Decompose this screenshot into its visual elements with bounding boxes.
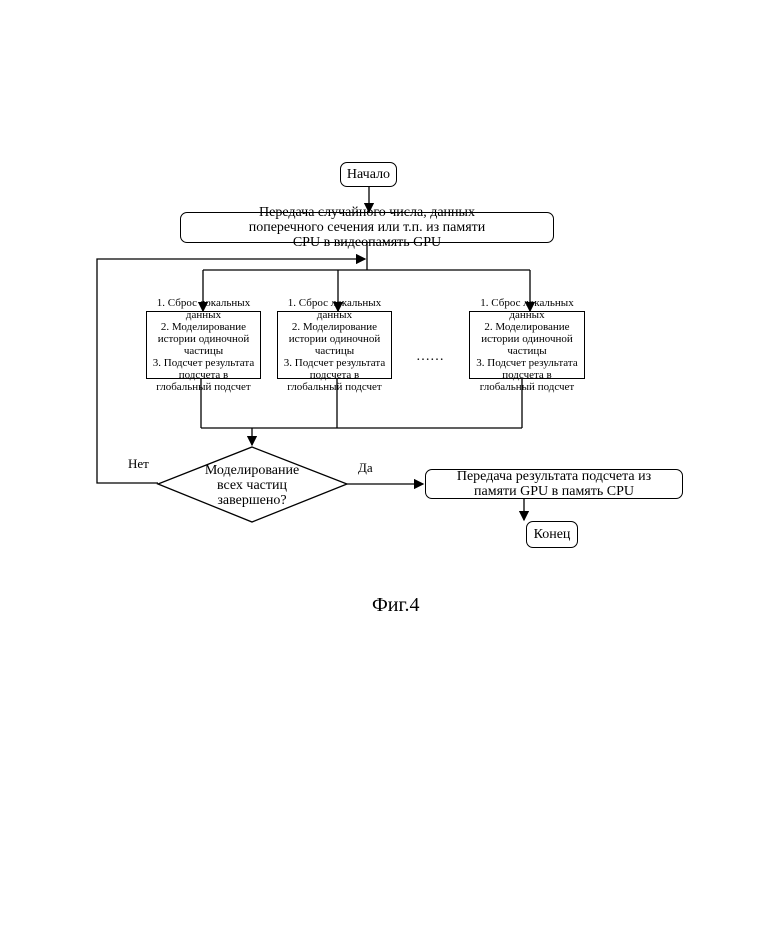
transfer-out-node: Передача результата подсчета из памяти G…: [425, 469, 683, 499]
start-node: Начало: [340, 162, 397, 187]
worker-box-1: 1. Сброс локальных данных 2. Моделирован…: [146, 311, 261, 379]
transfer-out-label: Передача результата подсчета из памяти G…: [436, 469, 672, 499]
worker-box-2: 1. Сброс локальных данных 2. Моделирован…: [277, 311, 392, 379]
worker-2-steps: 1. Сброс локальных данных 2. Моделирован…: [283, 297, 386, 393]
worker-box-n: 1. Сброс локальных данных 2. Моделирован…: [469, 311, 585, 379]
worker-n-steps: 1. Сброс локальных данных 2. Моделирован…: [475, 297, 579, 393]
edge-label-no: Нет: [128, 457, 149, 471]
figure-caption: Фиг.4: [372, 594, 419, 616]
decision-label: Моделирование всех частиц завершено?: [200, 463, 304, 508]
worker-1-steps: 1. Сброс локальных данных 2. Моделирован…: [152, 297, 255, 393]
transfer-in-label: Передача случайного числа, данных попере…: [241, 205, 493, 250]
end-node: Конец: [526, 521, 578, 548]
edge-label-yes: Да: [358, 461, 373, 475]
start-label: Начало: [347, 167, 390, 183]
workers-ellipsis: ……: [416, 350, 444, 364]
transfer-in-node: Передача случайного числа, данных попере…: [180, 212, 554, 243]
end-label: Конец: [534, 527, 571, 543]
